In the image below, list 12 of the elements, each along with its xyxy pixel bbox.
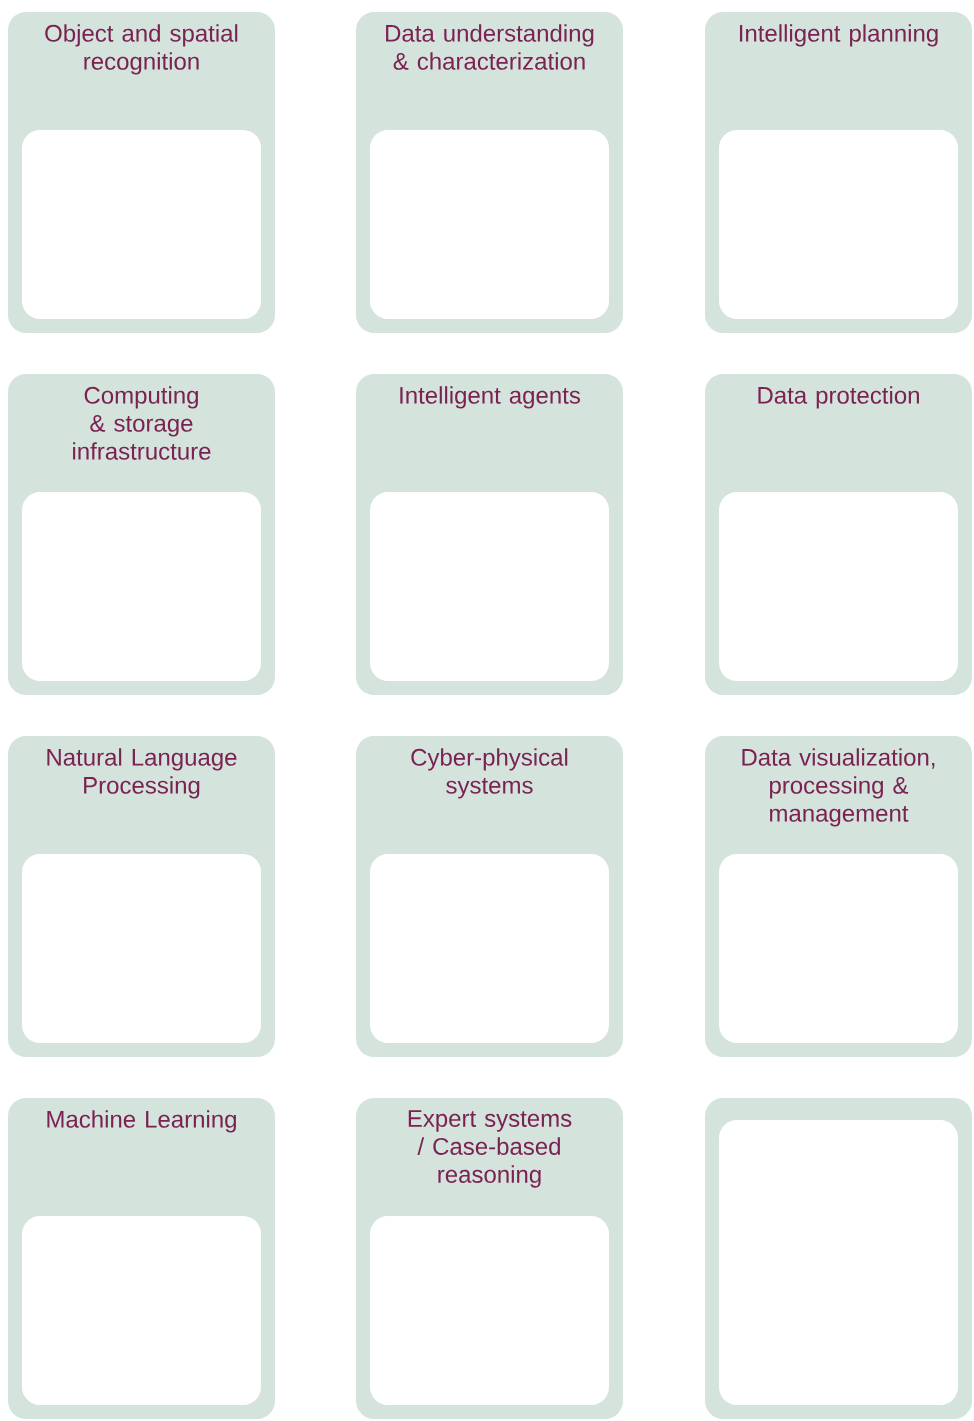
content-box bbox=[719, 854, 958, 1043]
content-box bbox=[370, 1216, 609, 1405]
content-box bbox=[22, 1216, 261, 1405]
content-box bbox=[22, 854, 261, 1043]
content-box bbox=[370, 854, 609, 1043]
content-box bbox=[719, 492, 958, 681]
content-box bbox=[719, 1120, 958, 1405]
content-box bbox=[370, 492, 609, 681]
content-box bbox=[370, 130, 609, 319]
content-box bbox=[719, 130, 958, 319]
content-box bbox=[22, 130, 261, 319]
content-box bbox=[22, 492, 261, 681]
